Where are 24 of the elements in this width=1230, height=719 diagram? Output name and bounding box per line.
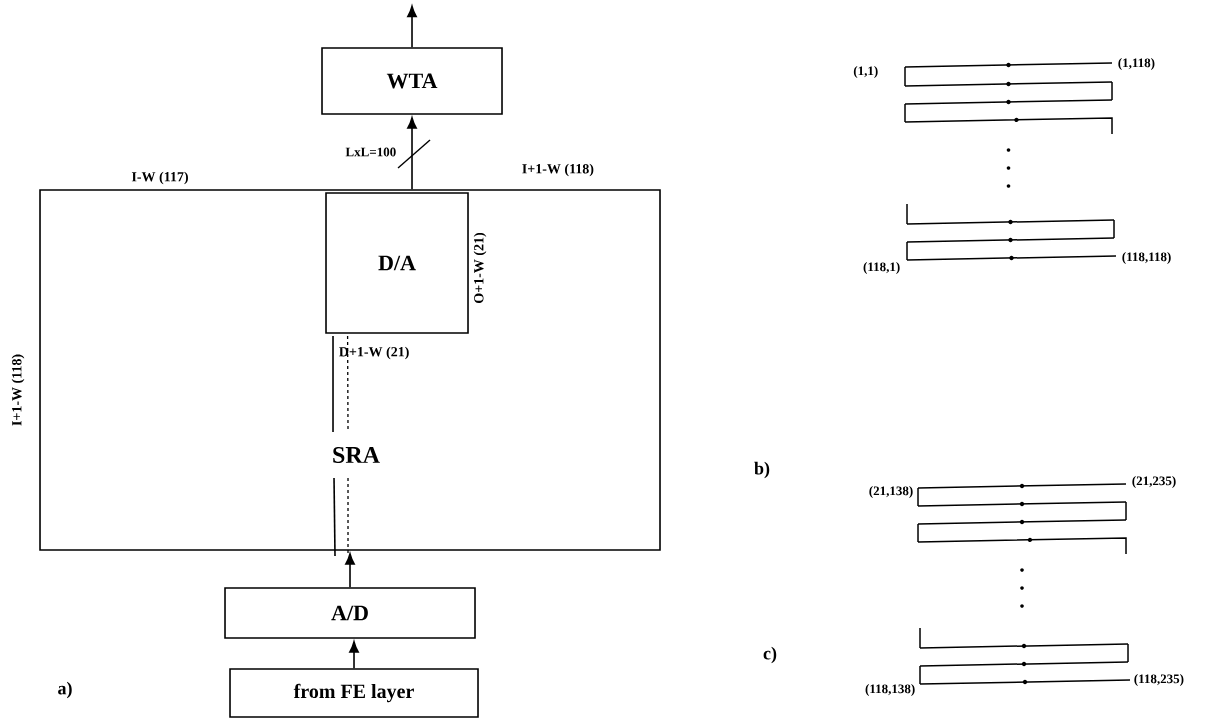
arrow	[349, 641, 359, 669]
dimension-label: I-W (117)	[131, 171, 188, 185]
panel-label: c)	[763, 646, 777, 664]
process-box: D/A	[325, 192, 469, 334]
coordinate-label: (21,138)	[869, 486, 913, 498]
coordinate-label: (1,1)	[853, 66, 878, 78]
edge-label: LxL=100	[345, 147, 396, 157]
dimension-label: I+1-W (118)	[11, 354, 25, 426]
panel-label: a)	[58, 681, 72, 699]
process-box: A/D	[224, 587, 476, 639]
coordinate-label: (118,138)	[865, 684, 915, 696]
coordinate-label: (1,118)	[1118, 58, 1155, 70]
input-box: from FE layer	[229, 668, 479, 718]
dimension-label: D+1-W (21)	[339, 346, 409, 360]
process-box: WTA	[321, 47, 503, 115]
coordinate-label: (118,235)	[1134, 674, 1184, 686]
coordinate-label: (21,235)	[1132, 476, 1176, 488]
arrow	[407, 5, 417, 48]
coordinate-label: (118,1)	[863, 262, 900, 274]
panel-label: b)	[754, 461, 770, 479]
arrow	[407, 117, 417, 190]
coordinate-label: (118,118)	[1122, 252, 1171, 264]
arrow	[345, 553, 355, 588]
dimension-label: I+1-W (118)	[522, 163, 594, 177]
